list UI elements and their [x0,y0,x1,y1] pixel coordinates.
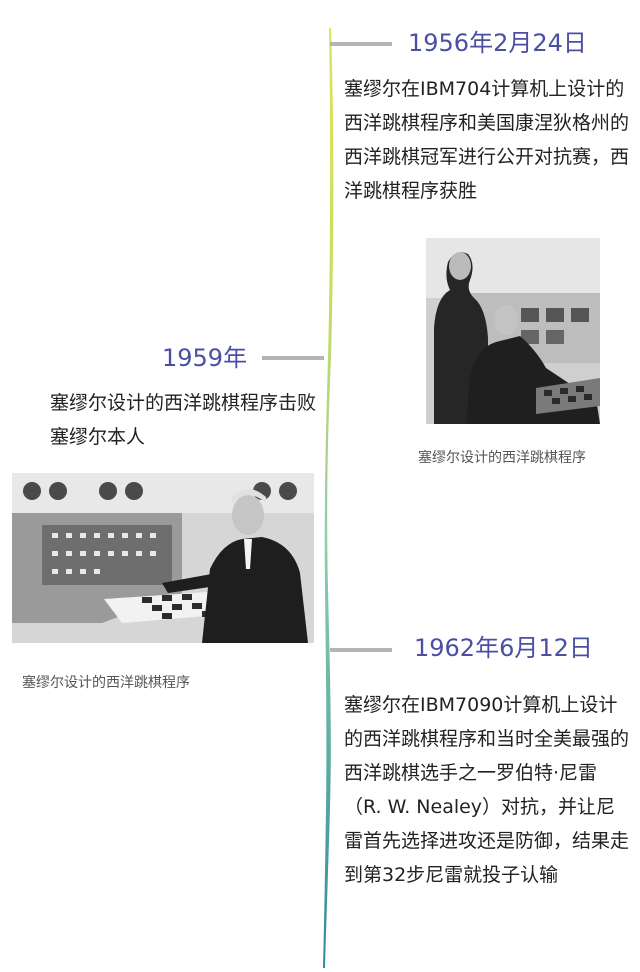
event-date: 1959年 [162,344,248,372]
timeline-spine [323,28,334,968]
photo-caption: 塞缪尔设计的西洋跳棋程序 [22,675,190,691]
event-description: 塞缪尔设计的西洋跳棋程序击败塞缪尔本人 [50,392,317,448]
photo-caption: 塞缪尔设计的西洋跳棋程序 [418,450,586,466]
timeline-connector [330,42,392,46]
timeline-connector [330,648,392,652]
event-date: 1956年2月24日 [408,29,587,57]
timeline-connector [262,356,324,360]
event-date: 1962年6月12日 [414,634,593,662]
event-photo [12,473,314,643]
event-photo [426,238,600,424]
event-description: 塞缪尔在IBM7090计算机上设计的西洋跳棋程序和当时全美最强的西洋跳棋选手之一… [344,694,630,886]
event-description: 塞缪尔在IBM704计算机上设计的西洋跳棋程序和美国康涅狄格州的西洋跳棋冠军进行… [344,78,630,202]
